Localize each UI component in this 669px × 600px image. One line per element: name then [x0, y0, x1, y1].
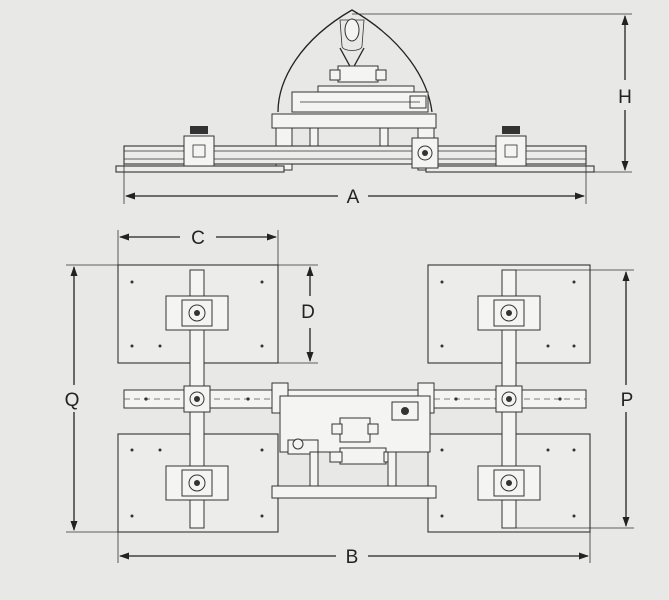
dimension-a: A: [123, 164, 587, 208]
dimension-h: H: [352, 13, 632, 173]
top-view: [117, 264, 591, 533]
side-frame-body: [271, 113, 437, 129]
pad-mount-top-left: [165, 295, 229, 331]
side-beam: [123, 145, 587, 165]
dimension-b: B: [117, 532, 591, 568]
lifting-arch: [277, 9, 433, 113]
dimension-label-d: D: [301, 302, 315, 323]
pad-mount-bottom-left: [165, 465, 229, 501]
pad-mount-bottom-right: [477, 465, 541, 501]
dimension-label-q: Q: [65, 390, 80, 411]
lifting-eye: [344, 18, 360, 42]
side-pad-right: [425, 165, 595, 173]
dimension-p: P: [516, 269, 634, 529]
dimension-label-h: H: [618, 87, 632, 108]
dimension-label-c: C: [191, 228, 205, 249]
dimension-d: D: [278, 264, 318, 364]
dimension-q: Q: [65, 264, 118, 533]
side-pad-left: [115, 165, 285, 173]
dimension-label-p: P: [621, 390, 634, 411]
pad-mount-top-right: [477, 295, 541, 331]
side-view: [115, 9, 595, 173]
central-frame: [271, 382, 437, 499]
dimension-label-a: A: [347, 187, 360, 208]
dimension-c: C: [117, 228, 279, 265]
dimension-label-b: B: [346, 547, 359, 568]
